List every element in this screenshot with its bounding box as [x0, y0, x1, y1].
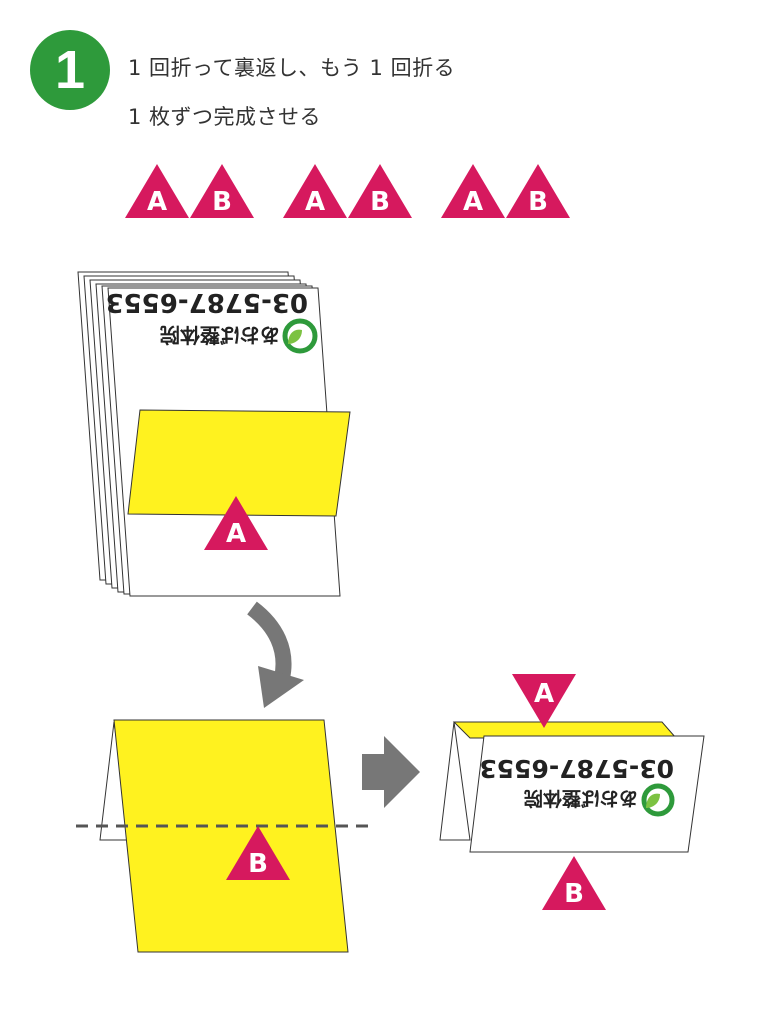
legend-pair-2: A B [283, 164, 412, 218]
right-arrow-icon [362, 736, 420, 808]
stack-clinic-name: あおば整体院 [160, 323, 280, 347]
tent-clinic-name: あおば整体院 [524, 787, 638, 810]
legend-label-b: B [528, 187, 548, 217]
yellow-sheet [113, 719, 349, 953]
tent-top-marker-label: A [534, 679, 554, 709]
legend-triangle-b [506, 164, 570, 218]
legend-pair-1: A B [125, 164, 254, 218]
legend-label-b: B [212, 187, 232, 217]
tent-bottom-marker-label: B [564, 879, 584, 909]
tent-bottom-marker-triangle [542, 856, 606, 910]
legend-triangle-a [441, 164, 505, 218]
legend-triangle-b [348, 164, 412, 218]
yellow-flap [127, 409, 351, 517]
stack-phone: 03-5787-6553 [106, 287, 309, 317]
stack-card-print: あおば整体院 03-5787-6553 [106, 287, 318, 354]
legend-triangle-b [190, 164, 254, 218]
step-number: 1 [54, 40, 86, 100]
instruction-fold-flip: 1 回折って裏返し、もう 1 回折る [128, 56, 456, 80]
curved-arrow-icon [247, 601, 304, 708]
stack-marker-triangle [204, 496, 268, 550]
stack-marker-label: A [226, 519, 246, 549]
legend-label-a: A [147, 187, 167, 217]
instruction-one-at-a-time: 1 枚ずつ完成させる [128, 105, 322, 129]
tent-phone: 03-5787-6553 [479, 754, 674, 783]
unfolded-marker-label: B [248, 849, 268, 879]
legend-label-b: B [370, 187, 390, 217]
legend-triangle-a [283, 164, 347, 218]
folded-tent-card: あおば整体院 03-5787-6553 [439, 721, 705, 853]
tent-front-face [469, 735, 705, 853]
unfolded-marker-triangle [226, 826, 290, 880]
legend-pair-3: A B [441, 164, 570, 218]
step-number-badge: 1 [30, 30, 110, 110]
legend-triangle-a [125, 164, 189, 218]
legend-label-a: A [305, 187, 325, 217]
tent-top-marker-triangle [512, 674, 576, 728]
legend-label-a: A [463, 187, 483, 217]
unfolded-sheet: B [76, 719, 376, 953]
